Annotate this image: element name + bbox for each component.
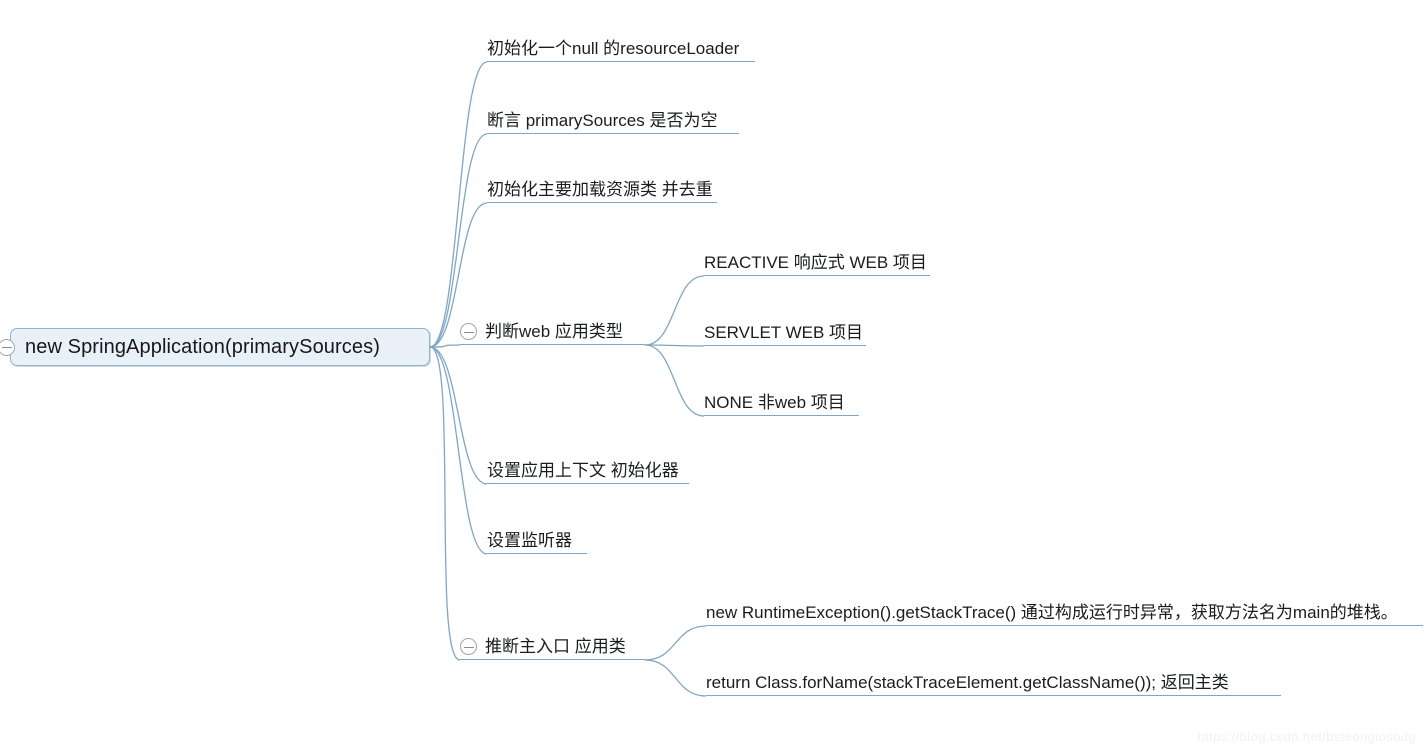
child-reactive-web[interactable]: REACTIVE 响应式 WEB 项目 [704, 250, 930, 276]
child-return-main-class-label: return Class.forName(stackTraceElement.g… [706, 672, 1229, 692]
branch-init-primary-sources-dedup-label: 初始化主要加载资源类 并去重 [487, 179, 713, 199]
connector-path [429, 344, 461, 348]
branch-assert-primary-sources-underline [487, 133, 739, 134]
branch-determine-web-application-type-underline [460, 344, 645, 345]
branch-assert-primary-sources[interactable]: 断言 primarySources 是否为空 [487, 108, 739, 134]
child-servlet-web-underline [704, 345, 866, 346]
root-node-label: new SpringApplication(primarySources) [25, 335, 380, 358]
child-get-stack-trace[interactable]: new RuntimeException().getStackTrace() 通… [706, 600, 1423, 626]
child-return-main-class-underline [706, 695, 1281, 696]
child-none-web-underline [704, 415, 859, 416]
branch-set-application-context-initializers-underline [487, 483, 689, 484]
branch-deduce-main-application-class-underline [460, 659, 645, 660]
connector-path [644, 275, 705, 346]
branch-set-application-context-initializers-label: 设置应用上下文 初始化器 [487, 460, 679, 480]
child-none-web[interactable]: NONE 非web 项目 [704, 390, 859, 416]
branch-assert-primary-sources-label: 断言 primarySources 是否为空 [487, 110, 718, 130]
branch-init-primary-sources-dedup-underline [487, 202, 717, 203]
connector-path [644, 344, 705, 347]
branch-set-listeners-label: 设置监听器 [487, 530, 572, 550]
connector-path [429, 346, 488, 485]
collapse-minus-icon-determine-web-application-type[interactable] [460, 323, 477, 340]
child-get-stack-trace-underline [706, 625, 1423, 626]
child-get-stack-trace-label: new RuntimeException().getStackTrace() 通… [706, 602, 1398, 622]
branch-deduce-main-application-class-label: 推断主入口 应用类 [485, 636, 626, 656]
connector-path [644, 659, 707, 697]
connector-path [429, 346, 488, 555]
collapse-minus-icon-root[interactable] [0, 338, 15, 356]
branch-deduce-main-application-class[interactable]: 推断主入口 应用类 [460, 634, 645, 660]
branch-determine-web-application-type[interactable]: 判断web 应用类型 [460, 319, 645, 345]
watermark: https://blog.csdn.net/bsteongiosodg [1197, 729, 1416, 744]
branch-set-application-context-initializers[interactable]: 设置应用上下文 初始化器 [487, 458, 689, 484]
branch-init-resource-loader-label: 初始化一个null 的resourceLoader [487, 38, 740, 58]
branch-init-primary-sources-dedup[interactable]: 初始化主要加载资源类 并去重 [487, 177, 717, 203]
connector-path [429, 346, 461, 661]
connector-path [644, 344, 705, 417]
child-servlet-web-label: SERVLET WEB 项目 [704, 322, 864, 342]
branch-init-resource-loader[interactable]: 初始化一个null 的resourceLoader [487, 36, 755, 62]
child-servlet-web[interactable]: SERVLET WEB 项目 [704, 320, 866, 346]
branch-set-listeners-underline [487, 553, 587, 554]
connector-path [429, 133, 488, 348]
connector-path [644, 625, 707, 661]
branch-set-listeners[interactable]: 设置监听器 [487, 528, 587, 554]
child-reactive-web-underline [704, 275, 930, 276]
collapse-minus-icon-deduce-main-application-class[interactable] [460, 638, 477, 655]
root-node[interactable]: new SpringApplication(primarySources) [10, 328, 430, 366]
child-none-web-label: NONE 非web 项目 [704, 392, 845, 412]
branch-determine-web-application-type-label: 判断web 应用类型 [485, 321, 623, 341]
child-return-main-class[interactable]: return Class.forName(stackTraceElement.g… [706, 670, 1281, 696]
child-reactive-web-label: REACTIVE 响应式 WEB 项目 [704, 252, 927, 272]
branch-init-resource-loader-underline [487, 61, 755, 62]
connector-path [429, 61, 488, 348]
